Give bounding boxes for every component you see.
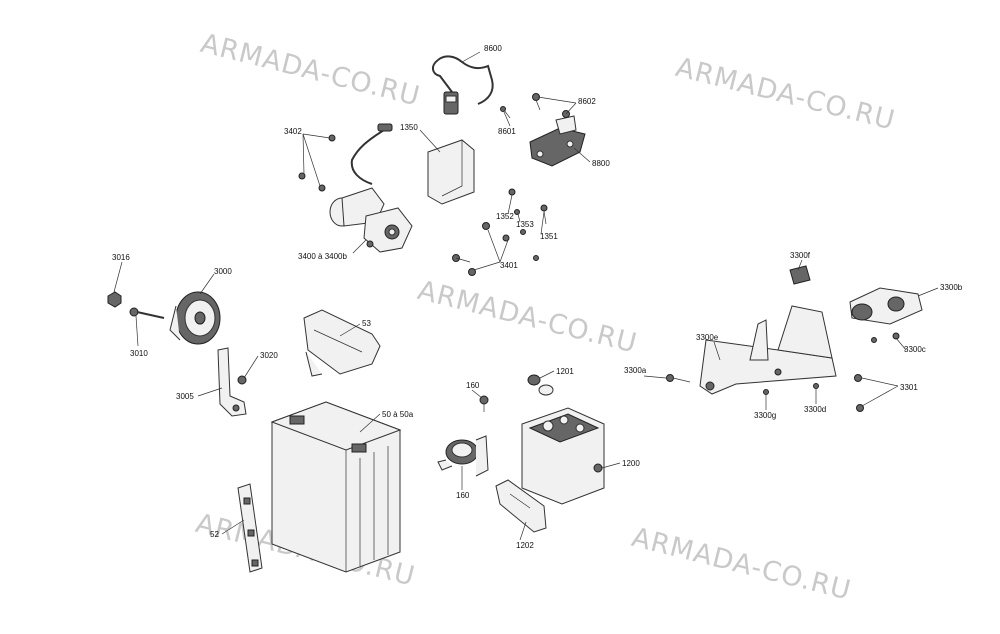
label-160-bottom: 160 [456, 491, 470, 500]
leader-lines [113, 51, 939, 541]
label-3300d: 3300d [804, 405, 826, 414]
screw-8601 [500, 106, 511, 119]
label-8800: 8800 [592, 159, 610, 168]
label-8600: 8600 [484, 44, 502, 53]
sensor-8800 [529, 115, 586, 167]
label-1351: 1351 [540, 232, 558, 241]
label-3300f: 3300f [790, 251, 811, 260]
bracket-53 [303, 309, 381, 377]
battery-50 [270, 401, 402, 573]
label-1352: 1352 [496, 212, 514, 221]
nut-3016 [107, 291, 122, 308]
part-labels: 8600 8602 8601 8800 1350 3402 3400 à 340… [112, 44, 963, 550]
label-3300g: 3300g [754, 411, 776, 420]
label-8601: 8601 [498, 127, 516, 136]
sensor-3300f [789, 265, 811, 285]
label-3300a: 3300a [624, 366, 647, 375]
label-3005: 3005 [176, 392, 194, 401]
actuator-3300b [849, 287, 923, 325]
motor-3400 [329, 123, 413, 253]
label-1200: 1200 [622, 459, 640, 468]
bracket-3300 [699, 305, 837, 395]
bolt-3010 [129, 307, 165, 319]
label-3402: 3402 [284, 127, 302, 136]
label-8602: 8602 [578, 97, 596, 106]
label-3400: 3400 à 3400b [298, 252, 347, 261]
label-3301: 3301 [900, 383, 918, 392]
label-3401: 3401 [500, 261, 518, 270]
label-50: 50 à 50a [382, 410, 414, 419]
bracket-1202 [495, 479, 547, 533]
label-1202: 1202 [516, 541, 534, 550]
label-3010: 3010 [130, 349, 148, 358]
label-53: 53 [362, 319, 371, 328]
label-1350: 1350 [400, 123, 418, 132]
label-3000: 3000 [214, 267, 232, 276]
strap-52 [237, 483, 263, 573]
label-3300e: 3300e [696, 333, 719, 342]
bracket-3005 [217, 347, 247, 417]
label-3016: 3016 [112, 253, 130, 262]
label-1353: 1353 [516, 220, 534, 229]
label-3020: 3020 [260, 351, 278, 360]
harness-8600 [432, 55, 494, 115]
fasteners-135x [452, 188, 548, 276]
fasteners-3300 [666, 332, 900, 412]
label-1201: 1201 [556, 367, 574, 376]
abs-unit-1200 [521, 374, 605, 505]
label-160-top: 160 [466, 381, 480, 390]
relay-160 [437, 395, 489, 477]
horn-3000 [169, 291, 221, 345]
label-52: 52 [210, 530, 219, 539]
label-3300c: 3300c [904, 345, 926, 354]
module-1350 [427, 139, 475, 205]
fasteners-3402 [298, 134, 336, 192]
label-3300b: 3300b [940, 283, 963, 292]
